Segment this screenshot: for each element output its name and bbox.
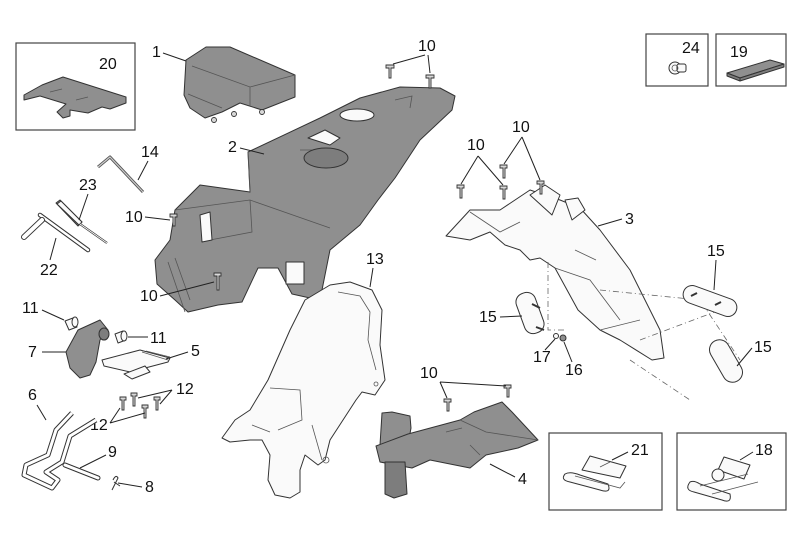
callout-10b: 10 <box>125 209 143 226</box>
callout-11a: 11 <box>22 300 39 317</box>
callout-15c: 15 <box>754 339 772 356</box>
leader-10c <box>159 281 215 297</box>
callout-10f: 10 <box>420 365 438 382</box>
washer-part-17 <box>553 333 559 339</box>
plate-part-20 <box>23 76 127 119</box>
callout-10c: 10 <box>140 288 158 305</box>
leader-1 <box>162 52 187 62</box>
pad-part-19 <box>726 59 785 82</box>
callout-19: 19 <box>730 44 748 61</box>
reflector-part-15a <box>515 291 545 335</box>
leader-22 <box>49 237 57 261</box>
leader-10b <box>144 216 171 221</box>
callout-2: 2 <box>228 139 237 156</box>
leader-11a <box>41 309 65 321</box>
screw-group-4 <box>443 384 512 412</box>
plate-part-5 <box>101 349 171 380</box>
callout-10e: 10 <box>512 119 530 136</box>
callout-13: 13 <box>366 251 384 268</box>
inset-24: 24 <box>645 33 709 87</box>
callout-21: 21 <box>631 442 649 459</box>
callout-10d: 10 <box>467 137 485 154</box>
reflector-part-15c <box>709 339 743 383</box>
leader-12b <box>109 407 146 424</box>
bushing-part-11b <box>114 330 128 344</box>
callout-6: 6 <box>28 387 37 404</box>
callout-18: 18 <box>755 442 773 459</box>
reflector-part-15b <box>682 285 738 317</box>
callout-17: 17 <box>533 349 551 366</box>
leader-5 <box>165 351 189 360</box>
hinge-part-7 <box>65 319 110 379</box>
callout-16: 16 <box>565 362 583 379</box>
callout-14: 14 <box>141 144 159 161</box>
callout-11b: 11 <box>150 330 167 347</box>
leader-17 <box>544 338 556 351</box>
cover-part-1 <box>183 46 296 123</box>
leader-2 <box>239 147 265 155</box>
inset-18: 18 <box>676 432 787 511</box>
callout-23: 23 <box>79 177 97 194</box>
leader-10f <box>439 381 507 399</box>
leader-6 <box>36 404 47 421</box>
split-pin-part-8 <box>111 475 121 491</box>
callout-20: 20 <box>99 56 117 73</box>
leader-10e <box>503 136 541 181</box>
screw-group-12 <box>119 392 161 419</box>
clip-part-21 <box>562 455 627 492</box>
helmet-compartment-part-2 <box>154 86 456 313</box>
mudguard-part-13 <box>221 281 386 499</box>
leader-3 <box>597 218 623 227</box>
callout-7: 7 <box>28 344 37 361</box>
allen-key-part-14 <box>97 155 145 194</box>
callout-12a: 12 <box>176 381 194 398</box>
leader-10a <box>392 54 431 74</box>
grommet-part-24 <box>668 61 687 75</box>
callout-5: 5 <box>191 343 200 360</box>
callout-22: 22 <box>40 262 58 279</box>
leader-15b <box>713 259 717 291</box>
callout-4: 4 <box>518 471 527 488</box>
inset-21: 21 <box>548 432 663 511</box>
callout-8: 8 <box>145 479 154 496</box>
leader-23 <box>78 193 89 221</box>
wire-handle-part-6 <box>21 411 98 491</box>
screw-group-top <box>385 64 435 89</box>
leader-16 <box>563 341 573 363</box>
leader-9 <box>79 454 107 469</box>
screw-group-3 <box>456 164 545 200</box>
wrench-part-22 <box>21 212 91 253</box>
callout-15a: 15 <box>479 309 497 326</box>
leader-8 <box>117 482 143 488</box>
pin-part-9 <box>62 462 101 481</box>
callout-1: 1 <box>152 44 161 61</box>
leader-18 <box>739 451 754 461</box>
callout-10a: 10 <box>418 38 436 55</box>
leader-10d <box>460 155 504 186</box>
bushing-part-11a <box>64 316 79 331</box>
inset-19: 19 <box>715 33 787 87</box>
leader-12a <box>137 389 173 405</box>
leader-4 <box>489 463 516 478</box>
leader-15a <box>499 315 523 318</box>
callout-24: 24 <box>682 40 700 57</box>
callout-15b: 15 <box>707 243 725 260</box>
callout-9: 9 <box>108 444 117 461</box>
screwdriver-part-23 <box>55 199 108 244</box>
screw-part <box>213 272 222 291</box>
inset-frame <box>645 33 709 87</box>
callout-3: 3 <box>625 211 634 228</box>
leader-15c <box>736 347 753 367</box>
support-bracket-part-4 <box>375 401 539 499</box>
inset-20: 20 <box>15 42 136 131</box>
clip-part-18 <box>687 456 759 502</box>
screw-part <box>169 213 178 227</box>
inset-frame <box>715 33 787 87</box>
leader-21 <box>611 451 629 461</box>
leader-14 <box>137 160 149 181</box>
leader-13 <box>369 267 374 288</box>
nut-part-16 <box>559 334 567 342</box>
